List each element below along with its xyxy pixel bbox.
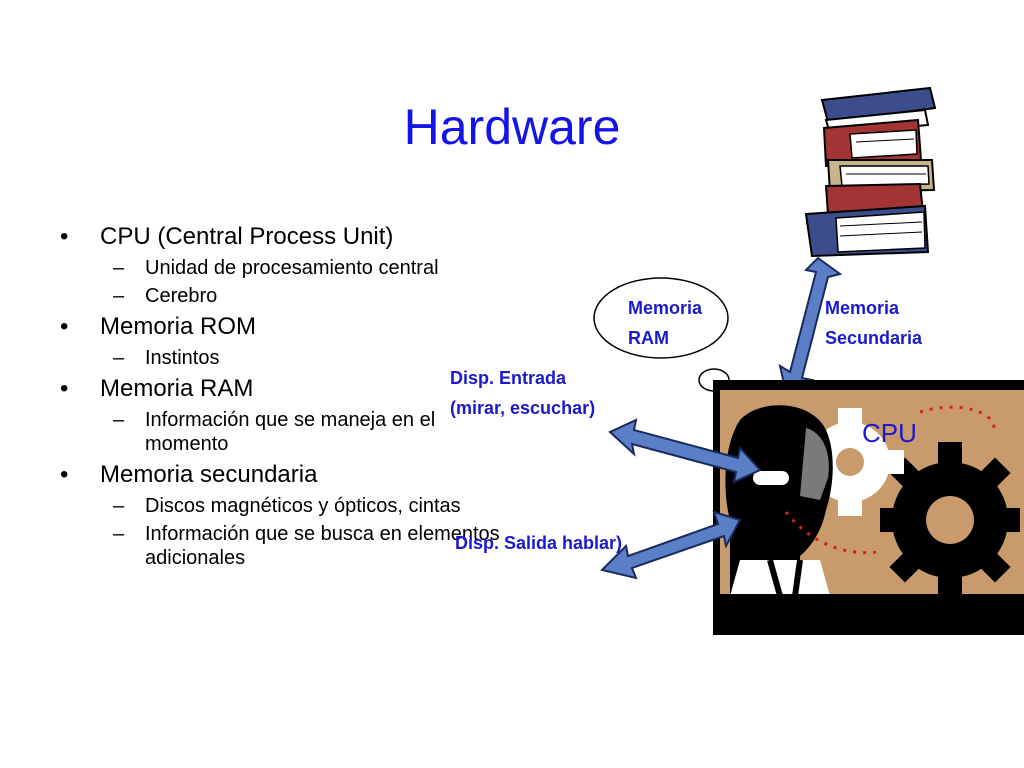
- sub-bullet: –Discos magnéticos y ópticos, cintas: [113, 495, 461, 517]
- secondary-label-line: Memoria: [825, 298, 900, 318]
- input-device-label: Disp. Entrada (mirar, escuchar): [450, 363, 595, 423]
- input-device-arrow: [608, 418, 762, 484]
- secondary-memory-label: Memoria Secundaria: [825, 293, 922, 353]
- cpu-brain-illustration: [713, 380, 1024, 635]
- ram-label-line: RAM: [628, 328, 669, 348]
- sub-bullet-text: Instintos: [145, 347, 220, 369]
- sub-bullet-text: Información que se busca en elementos ad…: [145, 523, 500, 569]
- sub-bullet: –Información que se busca en elementos a…: [113, 523, 500, 569]
- slide-title: Hardware: [403, 99, 621, 155]
- sub-bullet-text: Cerebro: [145, 285, 218, 307]
- bullet-rom: •Memoria ROM: [60, 313, 257, 340]
- bullet-text: Memoria secundaria: [100, 461, 318, 488]
- sub-bullet-text: Unidad de procesamiento central: [145, 257, 439, 279]
- sub-bullet: –Unidad de procesamiento central: [113, 257, 439, 279]
- ram-label: Memoria RAM: [628, 293, 702, 353]
- bullet-text: Memoria RAM: [100, 375, 254, 402]
- sub-bullet: –Instintos: [113, 347, 220, 369]
- bullet-secondary: •Memoria secundaria: [60, 461, 318, 488]
- output-device-arrow: [600, 510, 742, 580]
- bullet-cpu: •CPU (Central Process Unit): [60, 223, 394, 250]
- sub-bullet: –Información que se maneja en el momento: [113, 409, 436, 455]
- bullet-text: CPU (Central Process Unit): [100, 223, 394, 250]
- cpu-label: CPU: [862, 418, 917, 448]
- output-device-label: Disp. Salida hablar): [455, 533, 623, 553]
- sub-bullet-text: Discos magnéticos y ópticos, cintas: [145, 495, 461, 517]
- sub-bullet: –Cerebro: [113, 285, 218, 307]
- secondary-label-line: Secundaria: [825, 328, 923, 348]
- input-label-line: Disp. Entrada: [450, 368, 567, 388]
- bullet-ram: •Memoria RAM: [60, 375, 254, 402]
- books-icon: [804, 86, 937, 258]
- ram-label-line: Memoria: [628, 298, 703, 318]
- thought-bubble: [593, 277, 729, 359]
- input-label-line: (mirar, escuchar): [450, 398, 596, 418]
- bullet-list: •CPU (Central Process Unit) –Unidad de p…: [60, 218, 620, 570]
- sub-bullet-text: Información que se maneja en el momento: [145, 409, 436, 455]
- gear-icon: [880, 442, 1020, 598]
- bullet-text: Memoria ROM: [100, 313, 257, 340]
